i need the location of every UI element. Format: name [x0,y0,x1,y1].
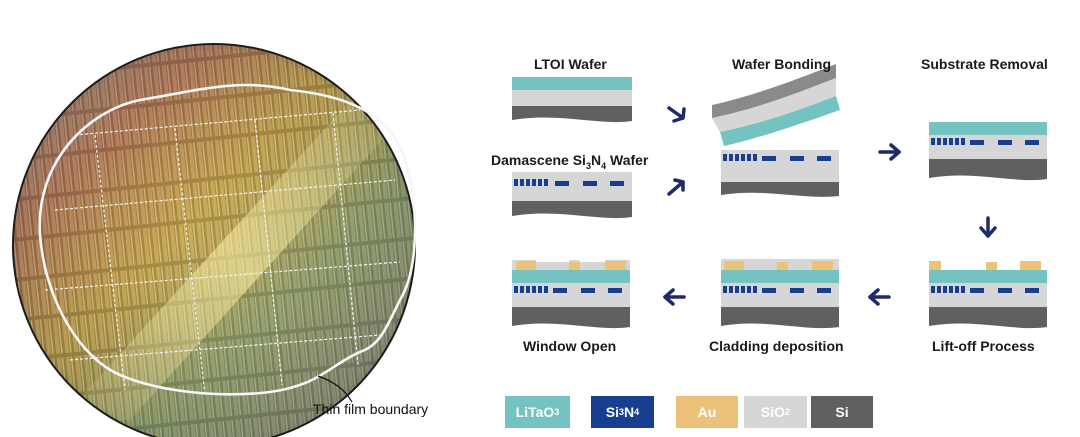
damascene-mid: N [590,152,602,168]
damascene-sub2: 4 [601,160,607,171]
step-window-label: Window Open [523,338,617,354]
thin-film-boundary-outline [38,83,417,396]
wafer-photo [12,43,417,437]
legend-litao3-main: LiTaO [515,404,555,420]
legend-au: Au [676,396,738,428]
thin-film-boundary-label: Thin film boundary [313,401,429,417]
iridescence [14,45,414,437]
legend-sio2-sub: 2 [785,407,791,417]
substrate-removal-stack [929,122,1047,181]
liftoff-stack [929,261,1047,329]
arrow-right-icon [878,143,901,161]
damascene-prefix: Damascene Si [491,152,586,168]
legend-sio2-main: SiO [760,404,786,420]
step-removal-label: Substrate Removal [921,56,1048,72]
legend-si3n4-sub2: 4 [634,407,640,417]
damascene-wafer-stack [512,172,632,219]
step-damascene-label: Damascene Si3N4 Wafer [491,152,648,171]
bonding-bottom-wafer [721,150,839,197]
window-open-stack [512,260,630,329]
legend-au-main: Au [697,404,717,420]
legend-litao3-sub: 3 [554,407,560,417]
legend-si3n4-sub: 3 [619,407,625,417]
legend-si3n4-tail: N [624,404,635,420]
cladding-stack [721,259,839,329]
step-ltoi-label: LTOI Wafer [534,56,607,72]
step-cladding-label: Cladding deposition [709,338,844,354]
damascene-suffix: Wafer [606,152,649,168]
step-liftoff-label: Lift-off Process [932,338,1035,354]
arrow-damascene-to-bonding-icon [667,178,685,196]
arrow-left-icon [868,288,891,306]
legend-si3n4-main: Si [605,404,620,420]
step-bonding-label: Wafer Bonding [732,56,832,72]
bonding-top-wafer [712,64,840,146]
die-grid [44,109,401,396]
ltoi-wafer-stack [512,77,632,123]
arrow-left-icon [663,288,686,306]
damascene-sub1: 3 [585,160,591,171]
legend-si: Si [811,396,873,428]
arrow-ltoi-to-bonding-icon [667,106,686,123]
arrow-down-icon [979,216,997,238]
legend-si-main: Si [835,404,849,420]
light-reflection [60,90,400,420]
boundary-pointer [317,375,353,403]
